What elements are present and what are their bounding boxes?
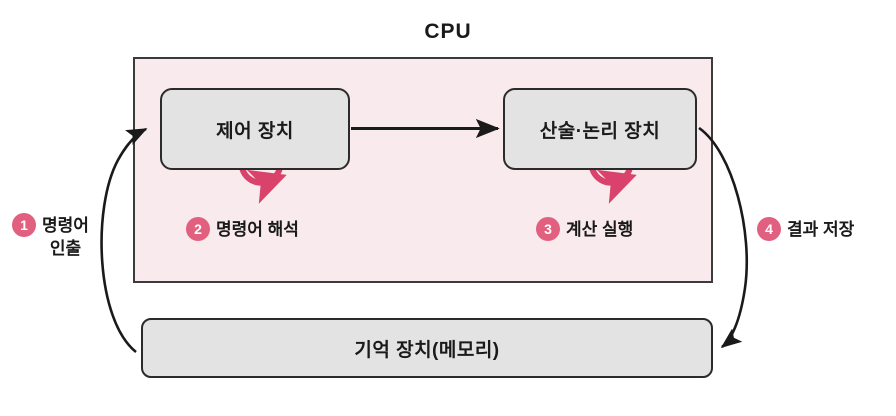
step-2-label: 명령어 해석	[216, 220, 299, 239]
step-1-badge: 1	[12, 213, 36, 237]
page-title: CPU	[424, 20, 472, 43]
step-1-label: 명령어 인출	[42, 216, 89, 258]
step-4-badge: 4	[757, 217, 781, 241]
memory-unit-box: 기억 장치(메모리)	[141, 318, 713, 378]
control-unit-box: 제어 장치	[160, 88, 350, 170]
alu-unit-label: 산술·논리 장치	[539, 120, 661, 142]
step-4-label: 결과 저장	[787, 220, 855, 239]
step-1: 1 명령어 인출	[12, 213, 89, 261]
alu-unit-box: 산술·논리 장치	[503, 88, 697, 170]
step-3-label: 계산 실행	[566, 220, 634, 239]
step-4: 4 결과 저장	[757, 217, 854, 242]
control-unit-label: 제어 장치	[216, 120, 294, 142]
step-3-badge: 3	[536, 217, 560, 241]
step-2: 2 명령어 해석	[186, 217, 299, 242]
step-2-badge: 2	[186, 217, 210, 241]
step-3: 3 계산 실행	[536, 217, 633, 242]
memory-unit-label: 기억 장치(메모리)	[354, 339, 500, 361]
